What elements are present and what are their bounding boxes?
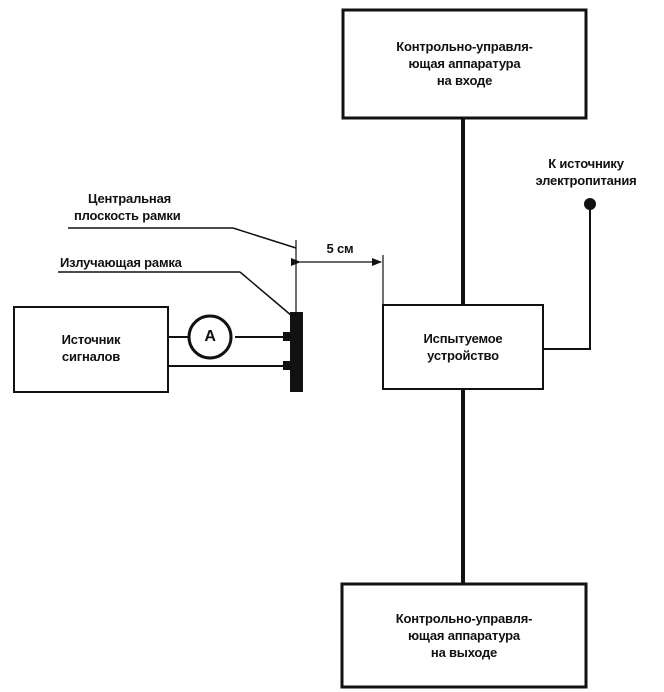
top-box-line-3: на входе xyxy=(436,73,493,88)
bottom-box-line-2: ющая аппаратура xyxy=(408,628,520,643)
device-line-1: Испытуемое xyxy=(423,331,503,346)
power-label-line-1: К источнику xyxy=(548,156,624,171)
central-plane-label: Центральная плоскость рамки xyxy=(74,190,181,224)
bottom-box-line-1: Контрольно-управля- xyxy=(395,611,533,626)
signal-source-line-2: сигналов xyxy=(61,349,121,364)
ammeter-symbol: A xyxy=(195,328,225,345)
device-under-test-label: Испытуемое устройство xyxy=(383,330,543,364)
ammeter-circle xyxy=(187,314,233,360)
distance-text: 5 см xyxy=(326,241,354,256)
power-cable xyxy=(543,207,591,350)
top-box-line-2: ющая аппаратура xyxy=(408,56,521,71)
distance-label: 5 см xyxy=(305,240,375,257)
central-plane-line-1: Центральная xyxy=(88,191,171,206)
output-control-equipment-box xyxy=(340,582,588,689)
input-control-equipment-box xyxy=(341,8,588,120)
signal-source-label: Источник сигналов xyxy=(14,331,168,365)
radiating-frame-leader xyxy=(239,271,293,317)
power-terminal xyxy=(584,198,596,210)
signal-source-line-1: Источник xyxy=(61,332,121,347)
frame-terminal-lower xyxy=(283,361,292,370)
power-label-line-2: электропитания xyxy=(535,173,637,188)
input-control-equipment-label: Контрольно-управля- ющая аппаратура на в… xyxy=(343,38,586,89)
device-line-2: устройство xyxy=(427,348,499,363)
ammeter-letter: A xyxy=(204,328,216,345)
central-plane-line-2: плоскость рамки xyxy=(74,208,181,223)
top-box-line-1: Контрольно-управля- xyxy=(396,39,533,54)
signal-source-box xyxy=(13,306,169,393)
central-plane-leader xyxy=(232,227,297,249)
radiating-frame-text: Излучающая рамка xyxy=(60,255,182,270)
power-supply-label: К источнику электропитания xyxy=(510,155,662,189)
radiating-frame xyxy=(290,312,303,392)
bottom-box-line-3: на выходе xyxy=(430,645,498,660)
output-control-equipment-label: Контрольно-управля- ющая аппаратура на в… xyxy=(342,610,586,661)
frame-terminal-upper xyxy=(283,332,292,341)
radiating-frame-label: Излучающая рамка xyxy=(60,254,182,271)
